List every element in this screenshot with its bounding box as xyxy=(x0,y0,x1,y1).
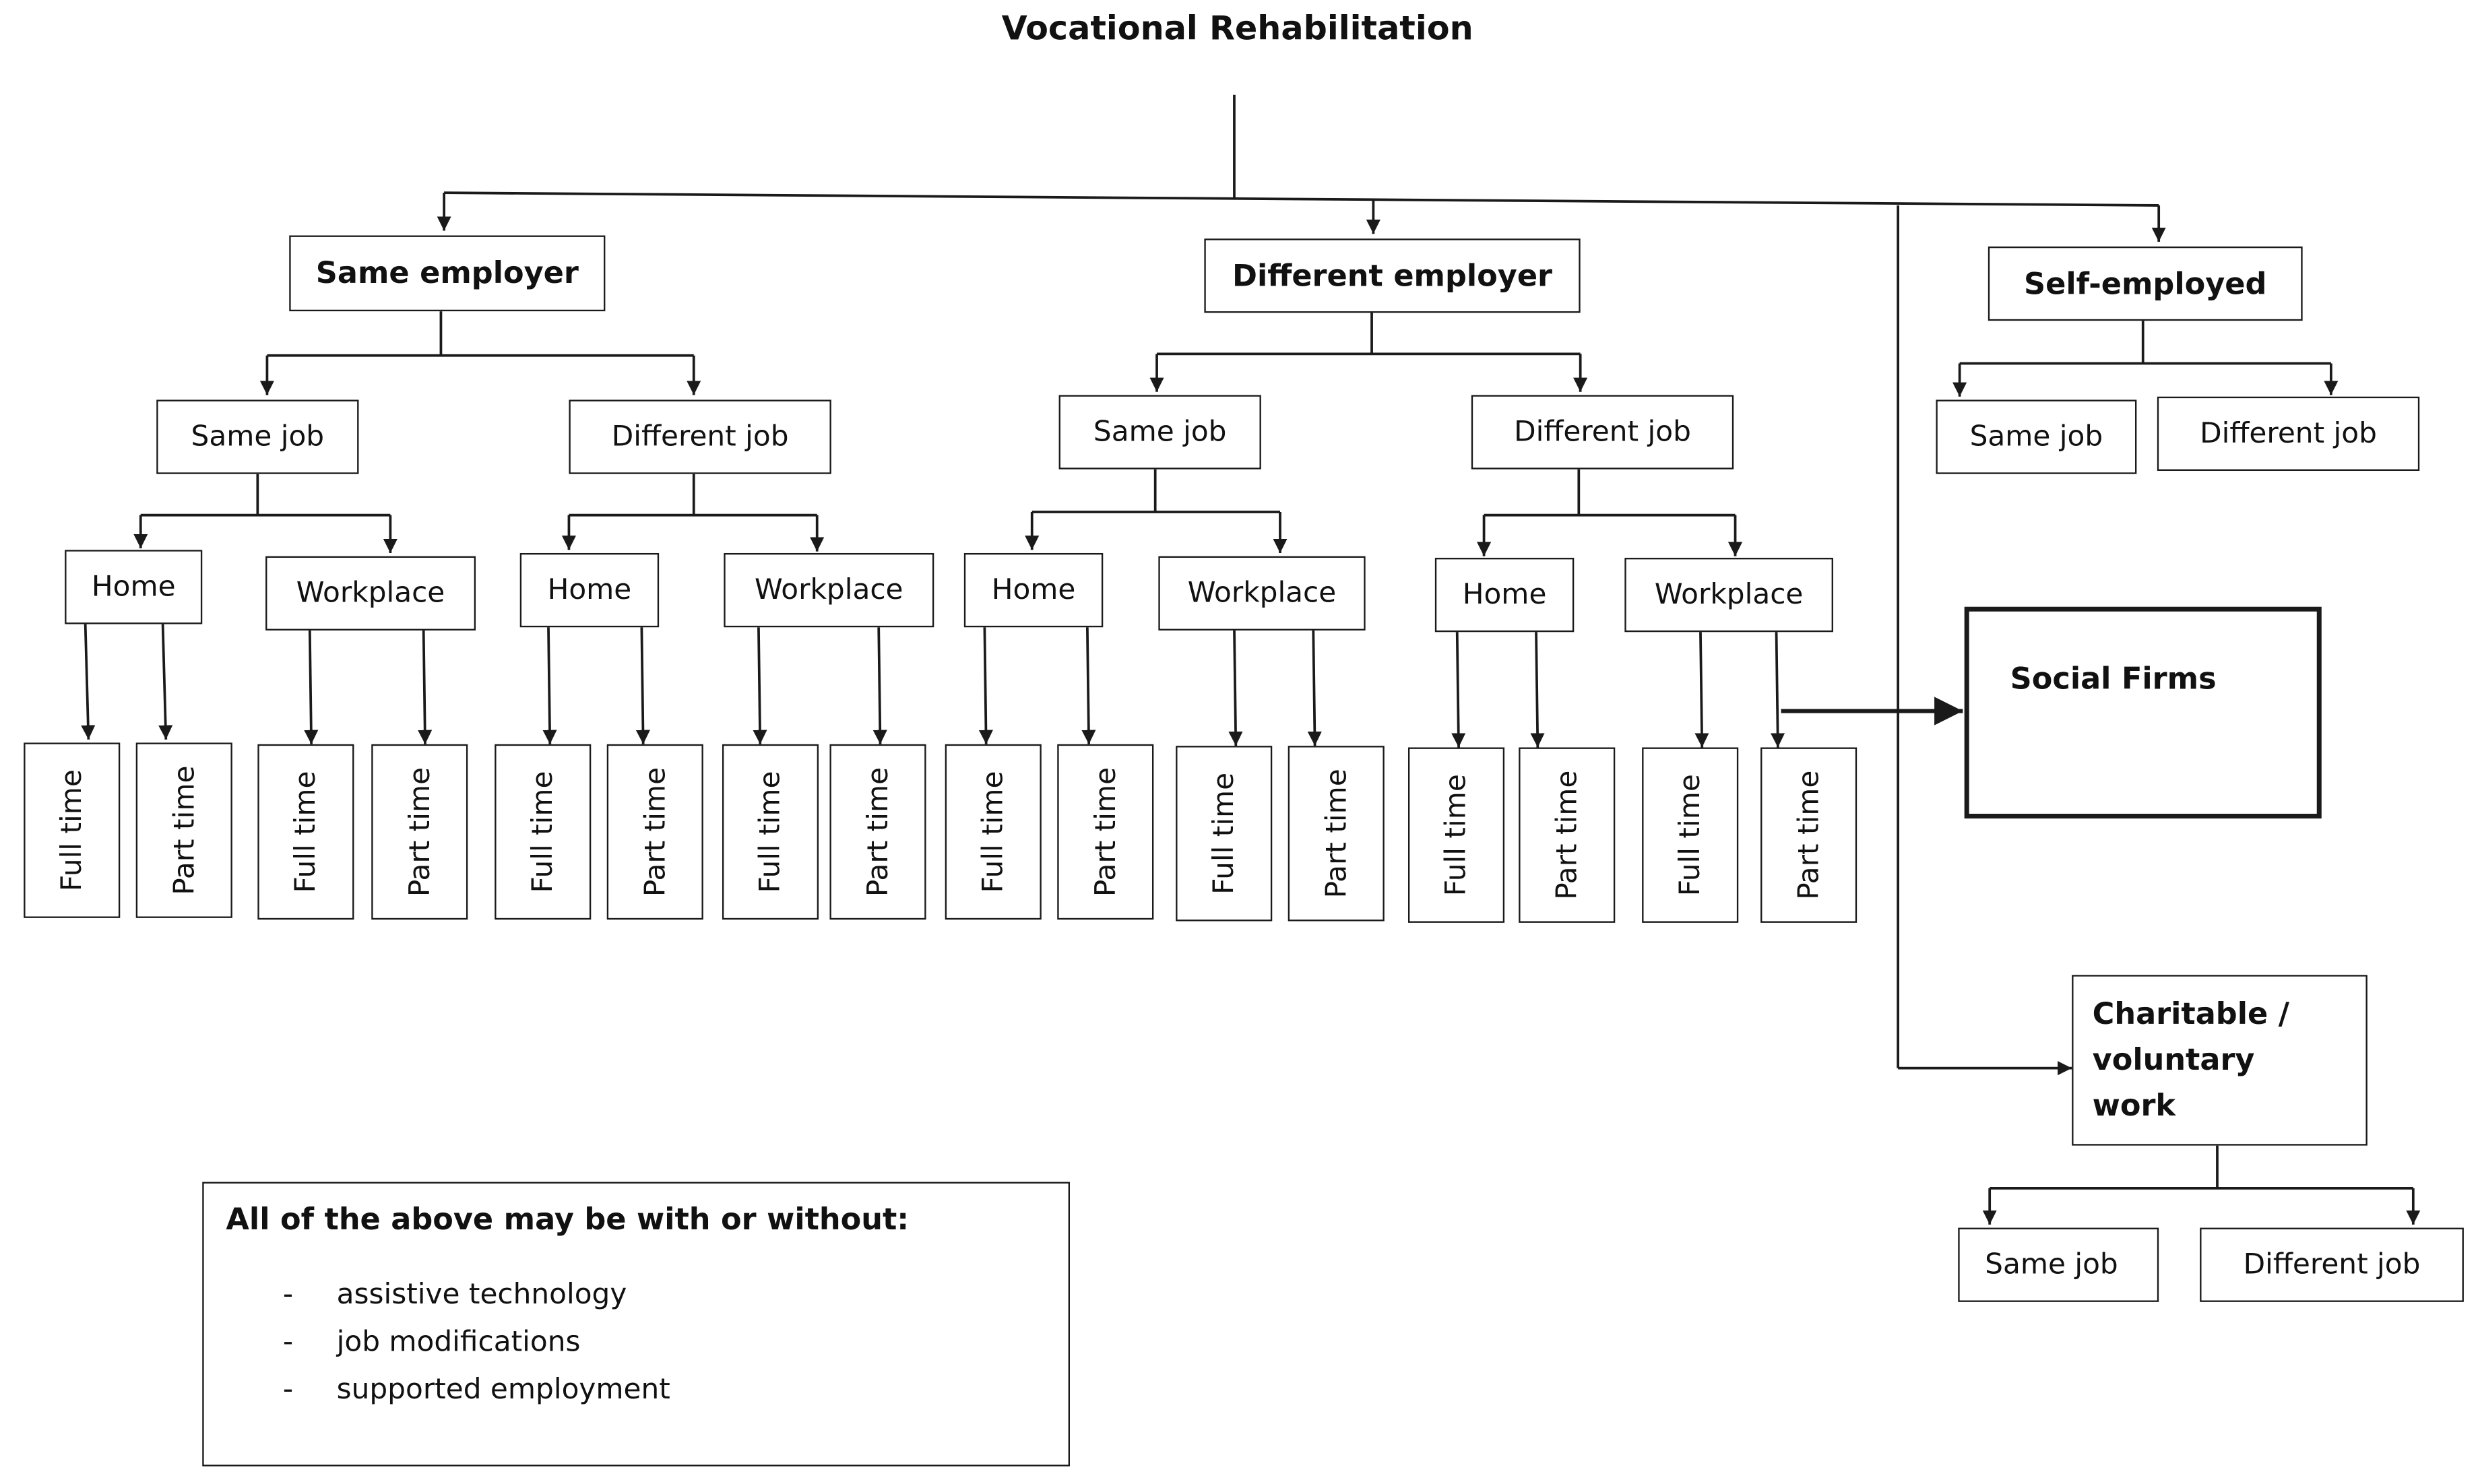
part-time-box: Part time xyxy=(1519,747,1616,923)
qualifier-list-item: -supported employment xyxy=(283,1373,670,1420)
qualifier-note-title: All of the above may be with or without: xyxy=(226,1202,910,1237)
self-employed-box: Self-employed xyxy=(1988,246,2303,321)
full-time-label: Full time xyxy=(1674,774,1707,897)
qualifier-note-box: All of the above may be with or without:… xyxy=(202,1182,1071,1466)
part-time-label: Part time xyxy=(1319,769,1353,899)
qualifier-text: assistive technology xyxy=(336,1278,627,1312)
part-time-label: Part time xyxy=(1550,770,1584,900)
home-box: Home xyxy=(65,550,203,624)
charitable-label-line: Charitable / xyxy=(2092,997,2290,1032)
full-time-label: Full time xyxy=(976,771,1010,893)
charitable-different-job-box: Different job xyxy=(2200,1227,2464,1302)
part-time-label: Part time xyxy=(638,767,672,897)
part-time-label: Part time xyxy=(167,765,201,895)
qualifier-list: -assistive technology -job modifications… xyxy=(283,1279,670,1421)
home-box: Home xyxy=(1434,558,1575,633)
full-time-box: Full time xyxy=(722,744,819,920)
full-time-box: Full time xyxy=(1642,747,1739,923)
charitable-label-line: voluntary xyxy=(2092,1043,2255,1078)
workplace-box: Workplace xyxy=(1158,556,1366,631)
same-employer-different-job-box: Different job xyxy=(569,399,831,474)
workplace-box: Workplace xyxy=(724,552,934,628)
full-time-box: Full time xyxy=(257,744,354,920)
full-time-label: Full time xyxy=(289,771,323,893)
part-time-label: Part time xyxy=(1791,770,1826,900)
part-time-box: Part time xyxy=(606,744,703,920)
different-employer-different-job-box: Different job xyxy=(1471,395,1734,470)
different-employer-box: Different employer xyxy=(1204,238,1581,313)
charitable-work-box: Charitable / voluntary work xyxy=(2072,975,2368,1146)
part-time-box: Part time xyxy=(1760,747,1857,923)
home-box: Home xyxy=(963,552,1104,628)
full-time-box: Full time xyxy=(1176,746,1273,922)
diagram-title: Vocational Rehabilitation xyxy=(1001,9,1473,48)
workplace-box: Workplace xyxy=(1624,558,1833,633)
part-time-box: Part time xyxy=(135,742,232,918)
workplace-box: Workplace xyxy=(265,556,476,631)
qualifier-list-item: -assistive technology xyxy=(283,1279,670,1326)
charitable-same-job-box: Same job xyxy=(1958,1227,2159,1302)
full-time-box: Full time xyxy=(24,742,121,918)
full-time-label: Full time xyxy=(1207,772,1241,895)
part-time-box: Part time xyxy=(1057,744,1154,920)
full-time-box: Full time xyxy=(1407,747,1505,923)
same-employer-same-job-box: Same job xyxy=(156,399,359,474)
part-time-box: Part time xyxy=(371,744,468,920)
qualifier-text: job modifications xyxy=(336,1326,581,1359)
social-firms-label: Social Firms xyxy=(2010,662,2217,697)
part-time-label: Part time xyxy=(861,767,895,897)
self-employed-different-job-box: Different job xyxy=(2157,396,2420,472)
different-employer-same-job-box: Same job xyxy=(1058,395,1261,470)
part-time-label: Part time xyxy=(1089,767,1122,897)
full-time-label: Full time xyxy=(526,771,560,893)
qualifier-text: supported employment xyxy=(336,1373,670,1407)
full-time-label: Full time xyxy=(55,769,89,892)
same-employer-box: Same employer xyxy=(289,235,606,312)
part-time-box: Part time xyxy=(829,744,926,920)
full-time-label: Full time xyxy=(753,771,788,893)
home-box: Home xyxy=(519,552,660,628)
full-time-box: Full time xyxy=(495,744,592,920)
self-employed-same-job-box: Same job xyxy=(1936,399,2137,474)
part-time-box: Part time xyxy=(1288,746,1385,922)
part-time-label: Part time xyxy=(403,767,437,897)
qualifier-list-item: -job modifications xyxy=(283,1326,670,1373)
social-firms-box: Social Firms xyxy=(1964,606,2322,819)
full-time-box: Full time xyxy=(945,744,1042,920)
full-time-label: Full time xyxy=(1439,774,1473,897)
charitable-label-line: work xyxy=(2092,1089,2176,1124)
